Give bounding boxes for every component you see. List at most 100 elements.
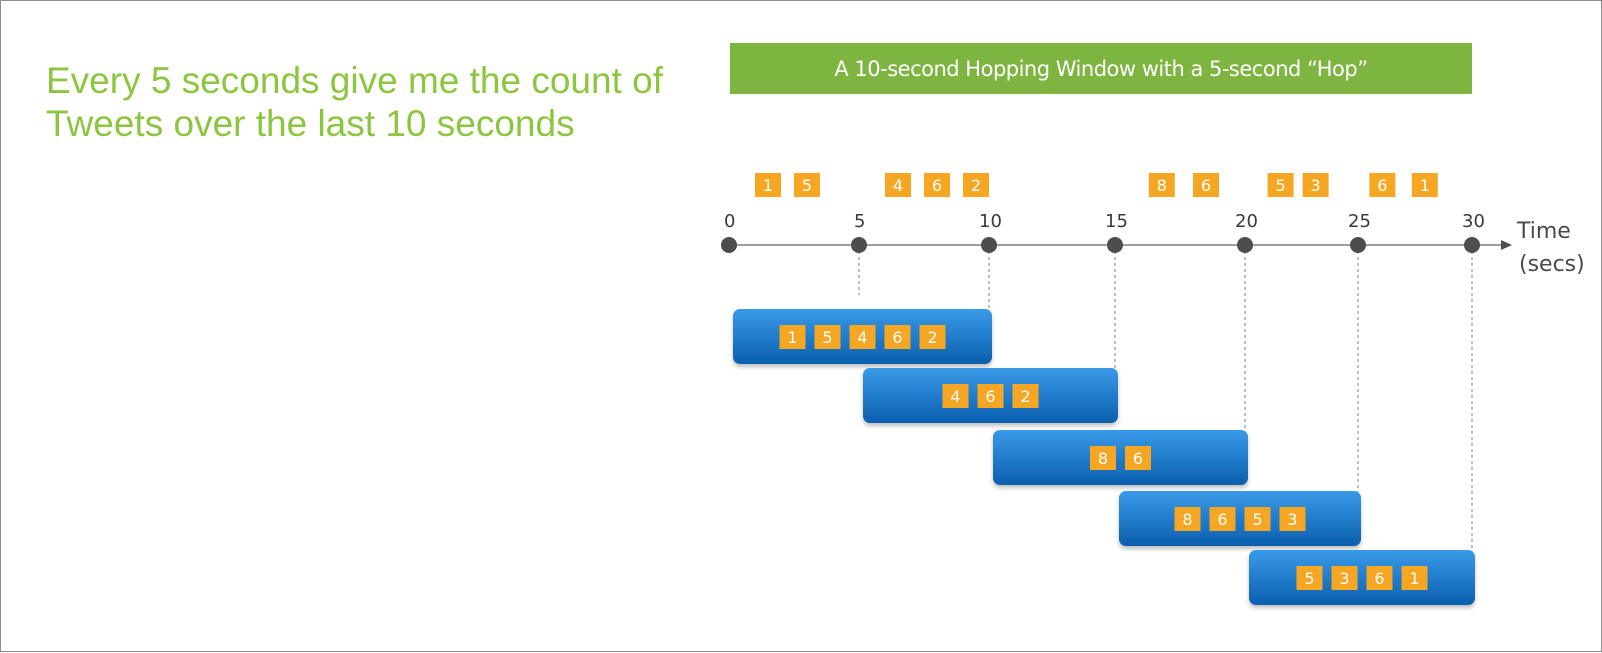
window-bar [1119,491,1361,546]
event-box: 1 [755,173,781,197]
event-box-bg [1148,173,1175,197]
event-box-bg [1401,566,1428,590]
event-box: 6 [1209,507,1236,531]
event-value: 6 [1217,510,1227,529]
event-box: 6 [1366,566,1393,590]
event-value: 5 [802,176,812,195]
event-box-bg [1244,507,1271,531]
event-value: 5 [822,328,832,347]
diagram-title: A 10-second Hopping Window with a 5-seco… [834,56,1368,81]
window-bar [1249,550,1475,605]
event-box-bg [794,173,820,197]
axis-arrow-icon [1501,240,1512,250]
event-box-bg [1279,507,1306,531]
event-box: 6 [1125,446,1151,470]
event-box-bg [849,325,876,349]
event-box-bg [779,325,806,349]
event-box-bg [977,384,1004,408]
event-value: 1 [1409,569,1419,588]
event-box: 5 [794,173,820,197]
window-bar [993,430,1248,485]
event-box-bg [942,384,969,408]
event-value: 6 [892,328,902,347]
event-box: 6 [924,173,950,197]
tick-label: 30 [1462,211,1485,232]
axis-title-line1: Time [1516,219,1571,244]
event-value: 5 [1252,510,1262,529]
event-value: 6 [932,176,942,195]
event-box-bg [1125,446,1151,470]
event-value: 8 [1157,176,1167,195]
event-box-bg [1174,507,1201,531]
tick-dot [721,237,737,253]
tick-dot [1464,237,1480,253]
event-value: 3 [1339,569,1349,588]
event-value: 4 [950,387,960,406]
event-box: 4 [942,384,969,408]
event-box-bg [1193,173,1219,197]
event-box: 3 [1279,507,1306,531]
event-value: 5 [1304,569,1314,588]
event-box: 6 [1193,173,1219,197]
event-box: 6 [884,325,911,349]
event-box-bg [1366,566,1393,590]
event-box-bg [1331,566,1358,590]
event-value: 1 [787,328,797,347]
event-value: 3 [1311,176,1321,195]
event-box: 3 [1302,173,1329,197]
event-box: 4 [885,173,911,197]
event-value: 1 [763,176,773,195]
tick-label: 15 [1105,211,1128,232]
event-box-bg [924,173,950,197]
tick-label: 0 [724,211,735,232]
tick-dot [1107,237,1123,253]
event-box: 5 [1244,507,1271,531]
event-box: 2 [1012,384,1039,408]
event-value: 1 [1420,176,1430,195]
event-box: 2 [919,325,946,349]
event-value: 6 [985,387,995,406]
tick-label: 20 [1235,211,1258,232]
event-box: 8 [1090,446,1116,470]
event-value: 4 [893,176,903,195]
event-value: 3 [1287,510,1297,529]
event-box: 8 [1148,173,1175,197]
event-box-bg [1012,384,1039,408]
slide-headline: Every 5 seconds give me the count of Twe… [46,60,664,144]
event-box-bg [885,173,911,197]
tick-dot [1350,237,1366,253]
event-box: 5 [1267,173,1294,197]
event-box-bg [884,325,911,349]
event-value: 6 [1374,569,1384,588]
axis-title-line2: (secs) [1519,252,1585,277]
event-box: 6 [977,384,1004,408]
event-box: 6 [1369,173,1396,197]
event-box: 2 [963,173,989,197]
event-box-bg [1267,173,1294,197]
event-value: 2 [1020,387,1030,406]
event-box-bg [755,173,781,197]
event-value: 8 [1098,449,1108,468]
event-box: 1 [1401,566,1428,590]
diagram-title-banner: A 10-second Hopping Window with a 5-seco… [730,43,1472,94]
event-value: 6 [1201,176,1211,195]
tick-label: 10 [979,211,1002,232]
event-value: 6 [1133,449,1143,468]
event-value: 2 [927,328,937,347]
event-box-bg [1296,566,1323,590]
tick-dot [1237,237,1253,253]
tick-label: 25 [1348,211,1371,232]
event-box: 1 [1411,173,1438,197]
event-box-bg [1411,173,1438,197]
tick-dot [851,237,867,253]
event-box-bg [1209,507,1236,531]
event-box-bg [919,325,946,349]
event-value: 6 [1377,176,1387,195]
event-box-bg [1090,446,1116,470]
